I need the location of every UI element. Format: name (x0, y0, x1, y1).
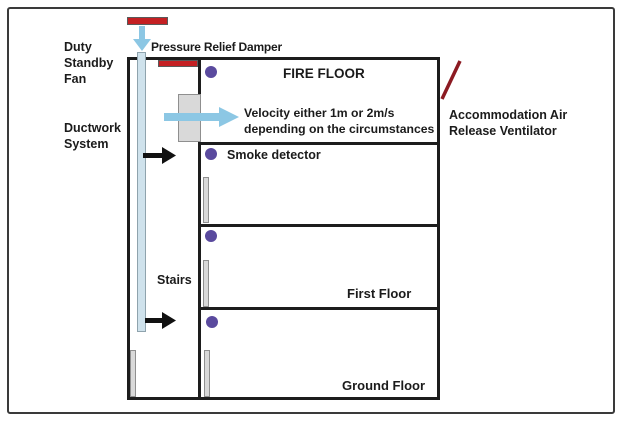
ductwork-riser (137, 52, 146, 332)
label-ductwork-system: Ductwork System (64, 121, 121, 151)
accommodation-ventilator-mark-icon (440, 60, 462, 100)
smoke-detector-icon (205, 66, 217, 78)
smoke-detector-icon (206, 316, 218, 328)
smoke-detector-icon (205, 230, 217, 242)
floor-slab-first (198, 307, 440, 310)
stair-supply-arrow-lower-icon (145, 312, 176, 329)
label-stairs: Stairs (157, 273, 192, 287)
label-pressure-relief-damper: Pressure Relief Damper (151, 40, 282, 54)
wall-stair-shaft (198, 57, 201, 400)
stair-supply-arrow-upper-icon (143, 147, 176, 164)
velocity-airflow-right-arrow-icon (164, 107, 239, 127)
outer-border (7, 7, 615, 414)
fan-discharge-down-arrow-icon (133, 26, 151, 51)
label-accommodation-air-release-ventilator: Accommodation Air Release Ventilator (449, 108, 568, 138)
pressure-relief-damper (158, 60, 198, 67)
floor-slab-fire-floor (198, 142, 440, 145)
wall-bottom (127, 397, 440, 400)
wall-roof (127, 57, 440, 60)
smoke-detector-icon (205, 148, 217, 160)
label-first-floor: First Floor (347, 286, 412, 301)
label-velocity-note: Velocity either 1m or 2m/s depending on … (244, 106, 435, 136)
floor-slab-second (198, 224, 440, 227)
label-fire-floor: FIRE FLOOR (283, 66, 365, 81)
door-first-floor (203, 260, 209, 307)
wall-right (437, 57, 440, 400)
wall-left (127, 57, 130, 400)
door-second-floor (203, 177, 209, 223)
door-stairwell (130, 350, 136, 397)
label-ground-floor: Ground Floor (342, 378, 426, 393)
label-smoke-detector: Smoke detector (227, 148, 321, 162)
door-ground-floor (204, 350, 210, 397)
label-duty-standby-fan: Duty Standby Fan (64, 40, 114, 86)
duty-standby-fan-damper (127, 17, 168, 25)
